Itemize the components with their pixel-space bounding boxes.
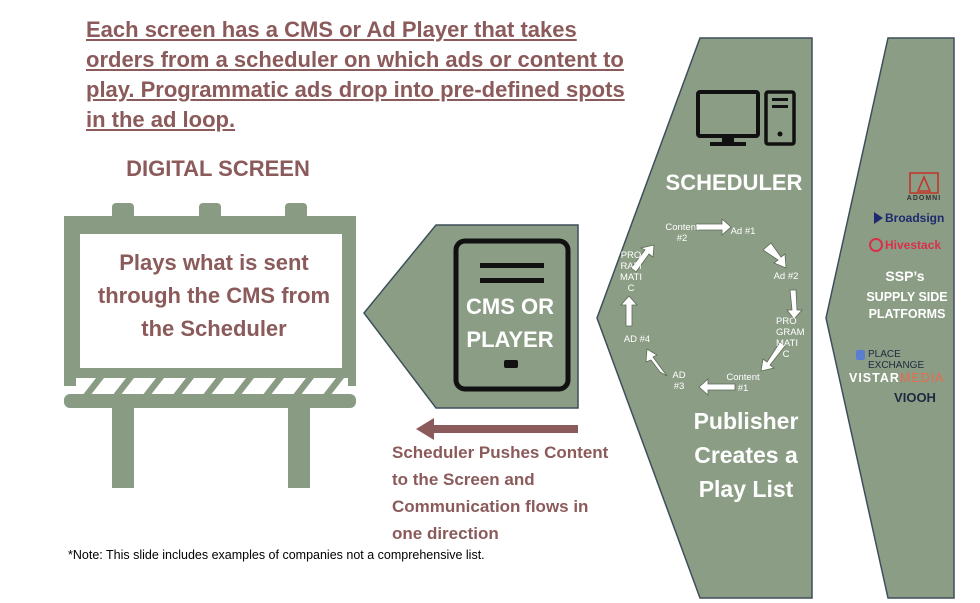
cycle-ad-3: AD #3: [672, 370, 686, 392]
cms-panel: [363, 224, 579, 409]
vistar-logo-part: VISTAR: [849, 371, 900, 385]
scheduler-panel: [596, 37, 813, 599]
scheduler-title: SCHEDULER: [665, 170, 803, 195]
digital-screen-title: DIGITAL SCREEN: [126, 156, 310, 181]
cycle-ad-1: Ad #1: [730, 226, 756, 237]
cms-player-label: CMS OR PLAYER: [466, 294, 554, 352]
cycle-ad-4: AD #4: [623, 334, 651, 345]
ssp-subtitle: SUPPLY SIDE PLATFORMS: [866, 290, 948, 321]
place-exchange-logo-icon: [856, 350, 865, 360]
billboard-icon: [64, 203, 356, 488]
ssp-title: SSP’s: [885, 268, 925, 284]
adomni-logo: ADOMNI: [906, 195, 942, 202]
adomni-logo-icon: [909, 172, 939, 194]
cycle-content-2: Content #2: [665, 222, 699, 244]
broadsign-logo: Broadsign: [885, 211, 945, 225]
hivestack-logo: Hivestack: [885, 238, 942, 252]
vistar-media-logo: VISTARMEDIA: [849, 371, 953, 385]
computer-icon: [696, 90, 796, 146]
footnote: *Note: This slide includes examples of c…: [68, 548, 485, 562]
cycle-ad-2: Ad #2: [773, 271, 799, 282]
cycle-programmatic-right: PRO GRAM MATI C: [776, 316, 805, 360]
ssp-panel: [825, 37, 955, 599]
ad-loop-arrows: [620, 218, 803, 396]
headline: Each screen has a CMS or Ad Player that …: [86, 17, 625, 132]
cycle-content-1: Content #1: [726, 372, 760, 394]
publisher-play-list: Publisher Creates a Play List: [693, 408, 799, 502]
hivestack-logo-icon: [869, 238, 883, 252]
media-logo-part: MEDIA: [899, 371, 945, 385]
viooh-logo: VIOOH: [894, 390, 936, 405]
billboard-text: Plays what is sent through the CMS from …: [97, 250, 331, 341]
push-note: Scheduler Pushes Content to the Screen a…: [392, 443, 609, 543]
push-arrow: [416, 418, 578, 440]
place-exchange-logo: PLACE EXCHANGE: [868, 349, 925, 371]
tablet-icon: [453, 238, 571, 392]
broadsign-logo-icon: [874, 212, 883, 224]
cycle-programmatic-left: PRO RAM MATI C: [620, 250, 642, 294]
